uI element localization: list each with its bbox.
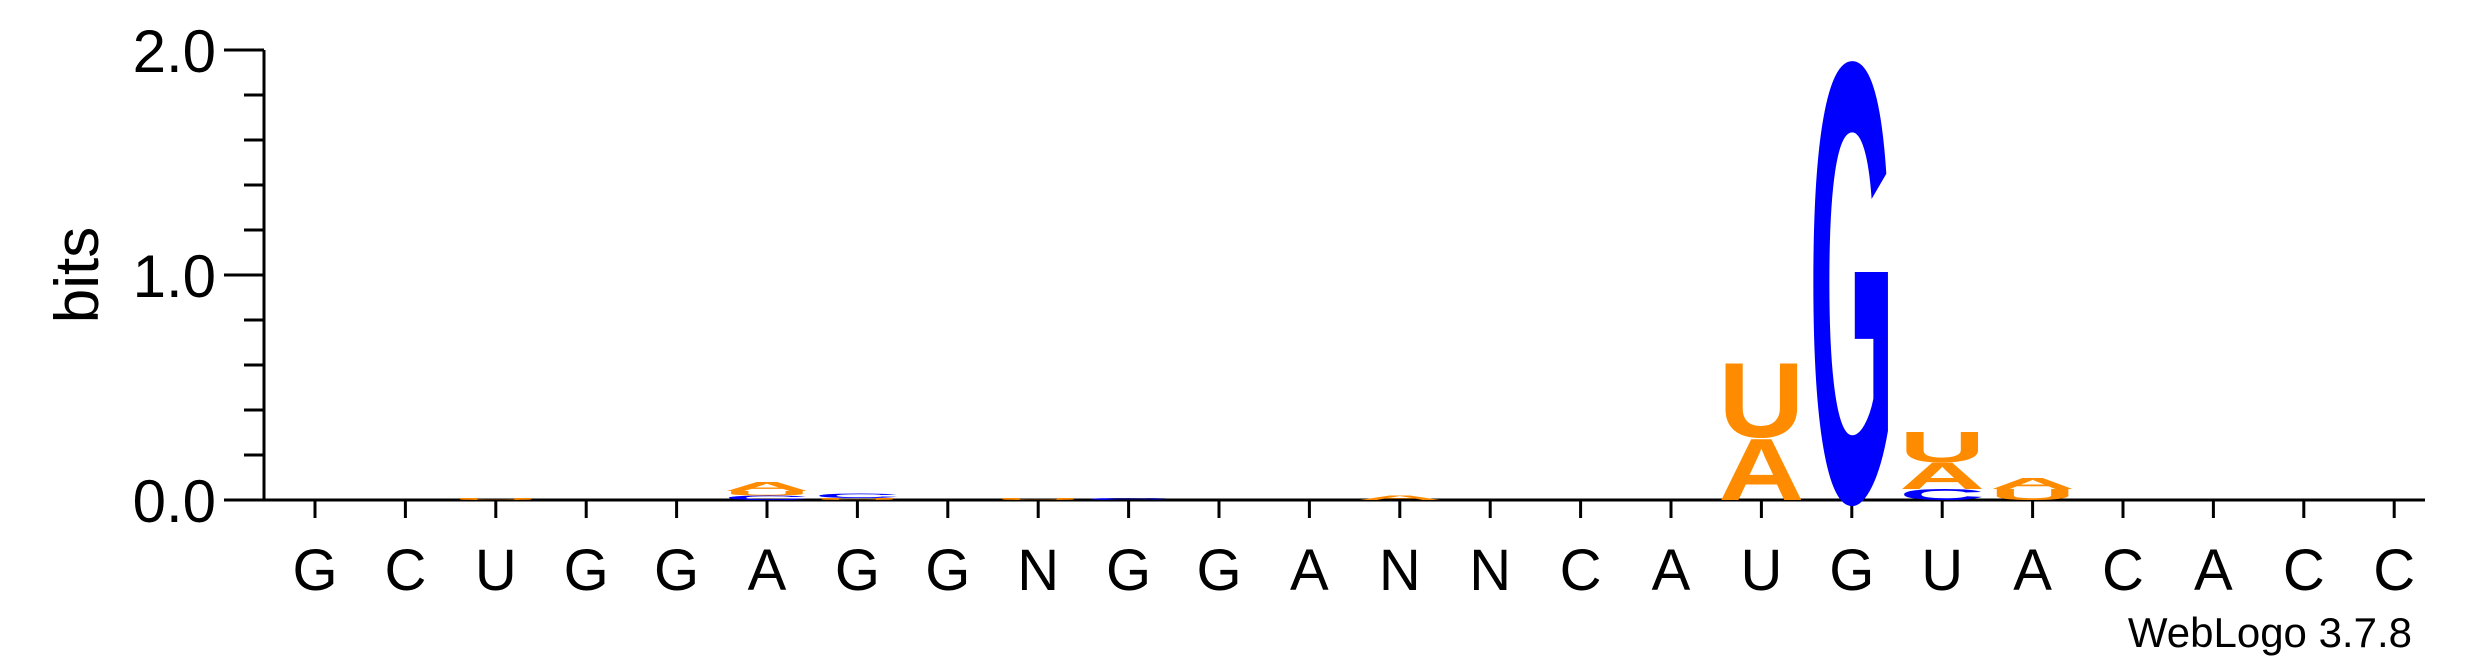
x-tick-label: A bbox=[748, 538, 787, 603]
x-axis bbox=[264, 498, 2425, 518]
x-tick-label: U bbox=[475, 538, 517, 603]
x-tick-label: C bbox=[2373, 538, 2415, 603]
x-tick-label: G bbox=[564, 538, 609, 603]
x-tick-label: A bbox=[1652, 538, 1691, 603]
stack-position-18: G bbox=[1809, 0, 1895, 634]
logo-letter-U: U bbox=[814, 497, 900, 501]
stack-position-3: U bbox=[453, 497, 539, 501]
y-tick-label: 1.0 bbox=[133, 243, 216, 310]
x-tick-label: G bbox=[1106, 538, 1151, 603]
x-tick-label: G bbox=[835, 538, 880, 603]
x-tick-label: G bbox=[292, 538, 337, 603]
logo-letter-A: A bbox=[1990, 475, 2076, 493]
stack-position-6: CUA bbox=[724, 480, 810, 502]
logo-letter-U: U bbox=[995, 498, 1081, 501]
weblogo-credit: WebLogo 3.7.8 bbox=[2128, 609, 2412, 656]
stack-position-7: UC bbox=[814, 492, 900, 501]
logo-letter-C: C bbox=[814, 492, 900, 499]
x-tick-label: C bbox=[384, 538, 426, 603]
y-tick-labels: 0.0 1.0 2.0 bbox=[133, 18, 216, 535]
logo-letter-A: A bbox=[724, 480, 810, 494]
x-tick-label: U bbox=[1740, 538, 1782, 603]
x-tick-label: C bbox=[2102, 538, 2144, 603]
logo-letter-A: A bbox=[1357, 494, 1443, 501]
stack-position-17: AU bbox=[1718, 341, 1804, 520]
logo-letter-C: C bbox=[724, 494, 810, 501]
x-tick-label: N bbox=[1379, 538, 1421, 603]
x-tick-label: A bbox=[1290, 538, 1329, 603]
stack-position-20: UA bbox=[1990, 475, 2076, 504]
x-tick-label: N bbox=[1469, 538, 1511, 603]
x-tick-label: A bbox=[2013, 538, 2052, 603]
logo-letter-G: G bbox=[1809, 0, 1895, 634]
x-tick-label: C bbox=[2283, 538, 2325, 603]
x-tick-label: G bbox=[654, 538, 699, 603]
y-axis bbox=[224, 48, 266, 502]
logo-letter-A: A bbox=[1899, 455, 1985, 497]
y-axis-label: bits bbox=[43, 227, 112, 323]
logo-letter-U: U bbox=[453, 497, 539, 501]
stack-position-13: A bbox=[1357, 494, 1443, 501]
x-tick-label: G bbox=[925, 538, 970, 603]
logo-letter-A: A bbox=[1718, 421, 1804, 519]
y-tick-label: 2.0 bbox=[133, 18, 216, 85]
x-tick-label: U bbox=[1921, 538, 1963, 603]
x-tick-label: G bbox=[1196, 538, 1241, 603]
logo-letter-C: C bbox=[1086, 498, 1172, 501]
x-tick-label: A bbox=[2194, 538, 2233, 603]
logo-letter-C: C bbox=[1899, 486, 1985, 504]
stack-position-19: CAU bbox=[1899, 423, 1985, 504]
logo-letter-U: U bbox=[1899, 423, 1985, 472]
stack-position-10: C bbox=[1086, 498, 1172, 501]
x-tick-label: G bbox=[1829, 538, 1874, 603]
logo-letter-U: U bbox=[1718, 341, 1804, 460]
logo-letter-U: U bbox=[724, 490, 810, 497]
x-tick-label: C bbox=[1560, 538, 1602, 603]
x-tick-label: N bbox=[1017, 538, 1059, 603]
stack-position-9: U bbox=[995, 498, 1081, 501]
logo-letter-U: U bbox=[1990, 486, 2076, 504]
y-tick-label: 0.0 bbox=[133, 468, 216, 535]
